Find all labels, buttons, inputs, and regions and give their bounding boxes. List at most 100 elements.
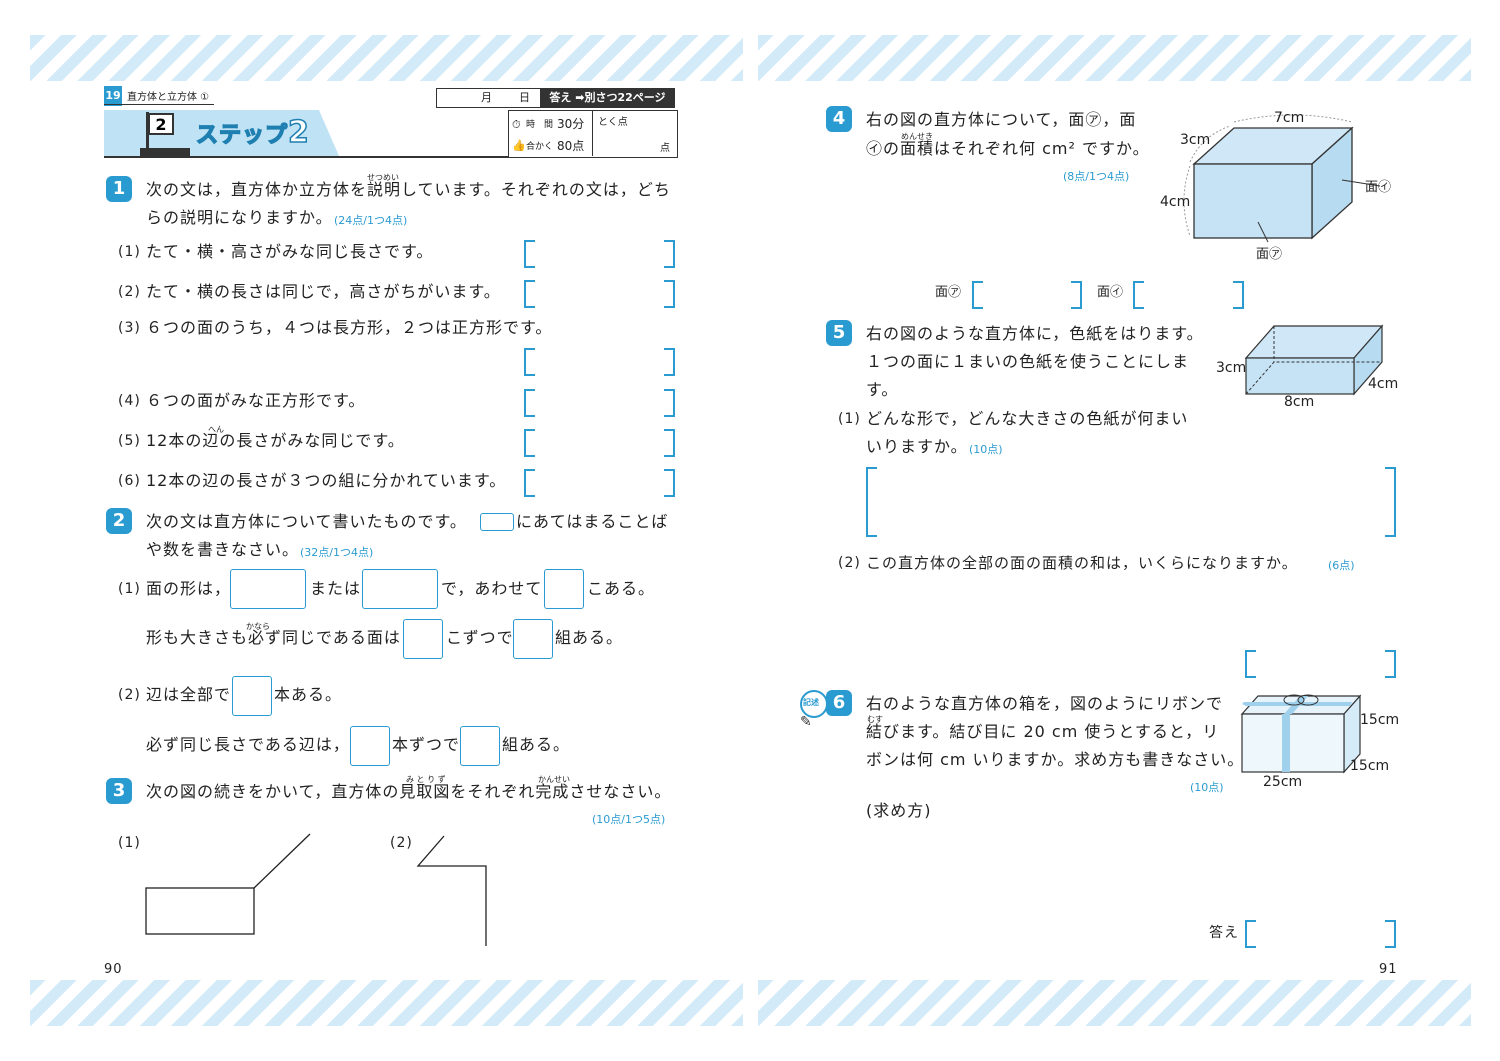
q6-answer-field[interactable] xyxy=(1257,920,1383,944)
q1-item4-label: (4) xyxy=(118,393,141,409)
q5-dim-width: 8cm xyxy=(1284,394,1315,410)
q2-blank-face-count[interactable] xyxy=(544,569,584,609)
q2-i1-text-d: こある。 xyxy=(587,579,656,598)
q5-i1-line2: いりますか。 xyxy=(866,437,968,456)
q6-points: (10点) xyxy=(1190,781,1224,794)
q1-answer1-open xyxy=(524,240,535,268)
q2-i1-text-g: 組ある。 xyxy=(555,628,624,647)
q1-answer2-close xyxy=(664,280,675,308)
q1-item5-text: 12本の辺の長さがみな同じです。 xyxy=(146,431,405,450)
q5-dim-height: 3cm xyxy=(1216,360,1247,376)
q1-answer5-field[interactable] xyxy=(536,429,662,453)
q1-answer2-field[interactable] xyxy=(536,280,662,304)
q6-answer-open xyxy=(1245,920,1256,948)
q1-item5-label: (5) xyxy=(118,433,141,449)
q3-points: (10点/1つ5点) xyxy=(592,813,666,826)
q1-text-line2: らの説明になりますか。 xyxy=(146,208,333,227)
q2-blank-shape2[interactable] xyxy=(362,569,438,609)
q3-figure1 xyxy=(145,833,311,935)
q1-answer6-open xyxy=(524,469,535,497)
top-right-stripe xyxy=(758,35,1471,81)
q3-ruby-kansei: かんせい xyxy=(538,775,570,784)
q3-i2-label: (2) xyxy=(390,835,413,851)
score-unit: 点 xyxy=(660,143,670,154)
q1-item6-text: 12本の辺の長さが３つの組に分かれています。 xyxy=(146,471,507,490)
q5-cuboid-figure xyxy=(1244,324,1384,396)
right-page-number: 91 xyxy=(1379,962,1398,977)
q6-answer-close xyxy=(1385,920,1396,948)
q6-method-label: (求め方) xyxy=(866,801,932,820)
q2-number: 2 xyxy=(106,508,132,534)
q1-item1-label: (1) xyxy=(118,244,141,260)
q2-i2-text-a: 辺は全部で xyxy=(146,685,232,704)
q6-writing-badge: 記述 xyxy=(800,690,828,718)
q1-answer5-open xyxy=(524,429,535,457)
step-banner-bottom-line xyxy=(104,156,676,158)
q4-answer-a-field[interactable] xyxy=(984,281,1070,305)
q2-blank-pair-count[interactable] xyxy=(513,619,553,659)
q3-drawing-area[interactable] xyxy=(140,830,500,950)
q4-answer-a-label: 面㋐ xyxy=(935,285,962,300)
q2-i1-label: (1) xyxy=(118,581,141,597)
q5-i2-answer-open xyxy=(1245,650,1256,678)
q2-blank-legend xyxy=(480,513,514,531)
q5-i2-answer-field[interactable] xyxy=(1257,650,1383,674)
q1-item2-label: (2) xyxy=(118,284,141,300)
q2-text-line2: や数を書きなさい。 xyxy=(146,540,300,559)
q1-ruby-setsumei: せつめい xyxy=(367,173,399,182)
q2-blank-edge-group-size[interactable] xyxy=(350,726,390,766)
q2-blank-edge-count[interactable] xyxy=(232,676,272,716)
step-title-number: 2 xyxy=(287,115,310,150)
q1-answer4-open xyxy=(524,389,535,417)
q5-text-line1: 右の図のような直方体に，色紙をはります。 xyxy=(866,324,1204,343)
q5-i2-text: この直方体の全部の面の面積の和は，いくらになりますか。 xyxy=(866,554,1298,572)
q4-answer-a-close xyxy=(1071,281,1082,309)
q6-number: 6 xyxy=(826,690,852,716)
q6-dim-width: 25cm xyxy=(1263,774,1303,790)
q4-answer-i-field[interactable] xyxy=(1145,281,1231,305)
q6-ruby-musu: むす xyxy=(867,715,883,724)
q2-i2-text-d: 本ずつで xyxy=(392,735,461,754)
q5-text-line2: １つの面に１まいの色紙を使うことにしま xyxy=(866,352,1190,371)
q1-points: (24点/1つ4点) xyxy=(334,214,408,227)
q1-item3-text: ６つの面のうち，４つは長方形，２つは正方形です。 xyxy=(146,318,553,337)
q1-answer2-open xyxy=(524,280,535,308)
q4-ruby-menseki: めんせき xyxy=(901,132,933,141)
q4-answer-i-label: 面㋑ xyxy=(1097,285,1124,300)
q4-face-i-label: 面㋑ xyxy=(1365,180,1392,195)
pass-value: 80点 xyxy=(557,139,585,153)
q2-blank-edge-group-count[interactable] xyxy=(460,726,500,766)
score-box xyxy=(508,110,678,158)
q1-answer4-close xyxy=(664,389,675,417)
bottom-left-stripe xyxy=(30,980,743,1026)
q4-points: (8点/1つ4点) xyxy=(1063,170,1130,183)
clock-icon: ⏱ xyxy=(512,118,522,131)
q5-i1-answer-open xyxy=(866,467,877,537)
q2-i1-text-e: 形も大きさも必ず同じである面は xyxy=(146,628,401,647)
q4-text-line2: ㋑の面積はそれぞれ何 cm² ですか。 xyxy=(866,139,1150,158)
flag-icon: 2 xyxy=(140,108,190,156)
q5-i1-answer-field[interactable] xyxy=(878,467,1383,533)
q6-dim-height: 15cm xyxy=(1360,712,1400,728)
q6-text-line3: ボンは何 cm いりますか。求め方も書きなさい。 xyxy=(866,750,1245,769)
q6-method-area[interactable] xyxy=(866,825,1386,915)
left-page-number: 90 xyxy=(104,962,123,977)
day-label: 日 xyxy=(519,91,531,104)
score-box-divider xyxy=(592,110,593,156)
step-title: ステップ2 xyxy=(195,115,310,151)
q1-answer1-field[interactable] xyxy=(536,240,662,264)
q5-i1-label: (1) xyxy=(838,411,861,427)
q2-blank-shape1[interactable] xyxy=(230,569,306,609)
q1-answer3-field[interactable] xyxy=(536,348,662,372)
q2-blank-pair-size[interactable] xyxy=(403,619,443,659)
q5-i2-points: (6点) xyxy=(1328,559,1355,572)
q4-number: 4 xyxy=(826,106,852,132)
q2-i1-text-a: 面の形は， xyxy=(146,579,232,598)
q5-i1-points: (10点) xyxy=(969,443,1003,456)
unit-title: 直方体と立方体 ① xyxy=(127,92,210,103)
q1-text-line1: 次の文は，直方体か立方体を説明しています。それぞれの文は，どち xyxy=(146,180,671,199)
q1-answer4-field[interactable] xyxy=(536,389,662,413)
q2-i1-text-c: で，あわせて xyxy=(441,579,543,598)
q1-answer6-field[interactable] xyxy=(536,469,662,493)
score-label: とく点 xyxy=(598,117,628,128)
